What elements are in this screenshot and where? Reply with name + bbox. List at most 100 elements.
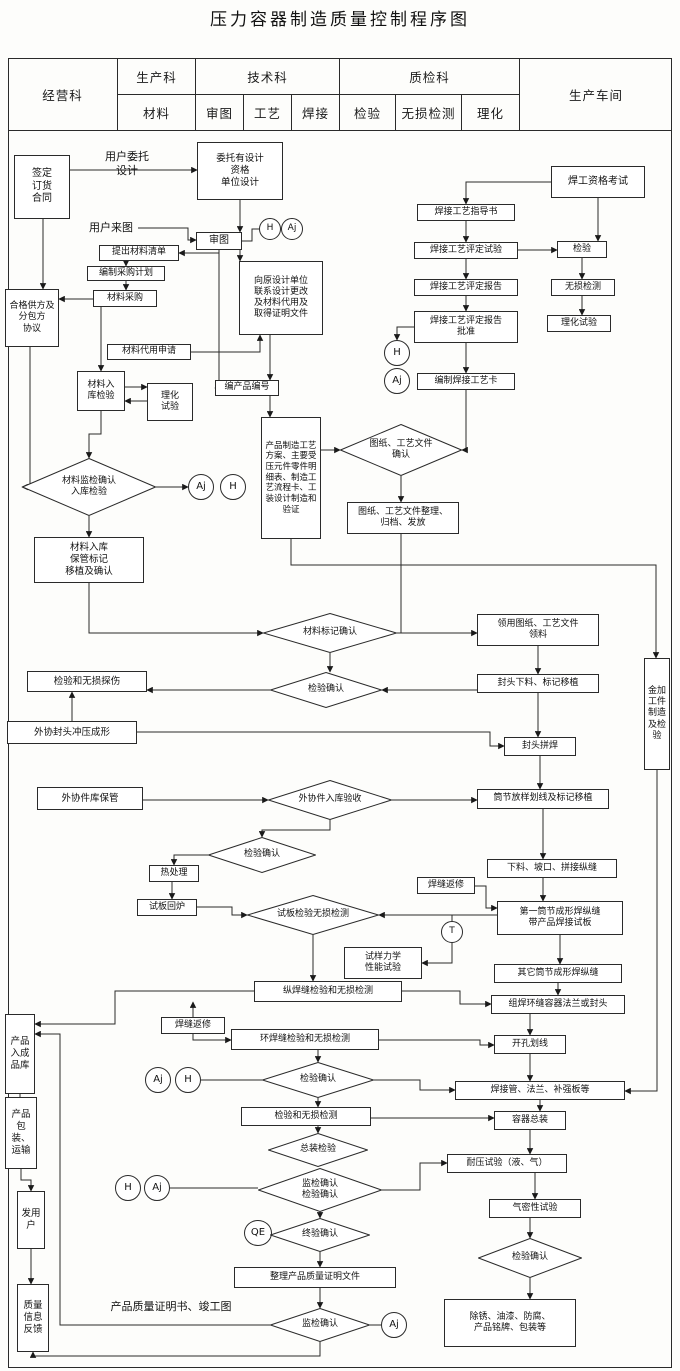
header-cell-shentu: 审图 [196,95,244,131]
bian-chanpin-bianhao-box: 编产品编号 [215,380,279,396]
qimixing-shiyan-label: 气密性试验 [512,1202,558,1213]
chanpin-zhengmingshu-label: 产品质量证明书、竣工图 [110,1300,232,1314]
yonghu-laitu-label: 用户来图 [89,221,133,235]
waixie-ruku-yanshou-diamond: 外协件入库验收 [268,780,392,820]
bianzhi-caigou-jihua-box: 编制采购计划 [87,266,165,281]
qe-badge-label: QE [250,1226,266,1238]
yonghu-weituo-sheji-text: 用户委托 设计 [94,144,160,184]
bianzhi-caigou-jihua-label: 编制采购计划 [98,267,153,278]
huanhanfeng-jianyan-wusun-box: 环焊缝检验和无损检测 [231,1029,379,1050]
jianjian-jianyan-queren-label: 监检确认 检验确认 [301,1178,338,1200]
rongqi-zongzhuang-label: 容器总装 [511,1114,548,1125]
jianjian-jianyan-queren-diamond: 监检确认 检验确认 [258,1168,382,1212]
diamond-shape [270,672,382,708]
flow-connector [192,1034,232,1044]
diamond-shape [22,458,156,516]
xiangyuan-sheji-lianxi-box: 向原设计单位 联系设计更改 及材料代用及 取得证明文件 [239,261,323,335]
lihua-shiyan-pingding-label: 理化试验 [560,317,597,328]
jianyan-pingding-box: 检验 [557,241,607,258]
lihua-shiyan-cailiao-label: 理化 试验 [160,390,179,412]
flow-connector [374,1079,456,1094]
aj-badge-1-stamp: Aj [281,218,303,240]
chanpin-baozhuang-yunshu-box: 产品包装、运输 [5,1097,37,1169]
chanpin-zhengmingshu-text: 产品质量证明书、竣工图 [96,1293,246,1321]
header-cell-hanjie: 焊接 [292,95,340,131]
flow-connector [85,411,102,459]
hanjieguan-falan-buqiang-label: 焊接管、法兰、补强板等 [490,1084,590,1095]
hanfeng-fanxiu-1-label: 焊缝返修 [427,879,464,890]
zonghanfeng-jianyan-wusun-box: 纵焊缝检验和无损检测 [254,981,402,1002]
aj-badge-6-stamp: Aj [381,1312,407,1338]
jianyan-queren-rechuli-diamond: 检验确认 [208,837,316,873]
hanfeng-fanxiu-1-box: 焊缝返修 [417,877,475,894]
xialiao-pokou-pinjie-box: 下料、坡口、拼接纵缝 [487,859,617,878]
hanfeng-fanxiu-2-box: 焊缝返修 [161,1017,225,1034]
diagram-frame [8,58,672,1368]
header-cell-jishuke: 技术科 [196,58,340,95]
jianyan-queren-qimi-label: 检验确认 [511,1252,548,1263]
shiban-huilu-box: 试板回炉 [137,899,197,916]
tuzhi-zhengli-fafang-box: 图纸、工艺文件整理、 归档、发放 [347,502,459,534]
flow-connector [290,539,401,566]
cailiao-ruku-jianyan-box: 材料入 库检验 [77,371,125,411]
shiyang-lixue-shiyan-label: 试样力学 性能试验 [364,951,401,973]
naiya-shiyan-box: 耐压试验（液、气） [447,1154,567,1173]
waixie-ruku-yanshou-label: 外协件入库验收 [298,794,362,805]
flow-connector [88,583,264,637]
chanpin-ru-chengpinku-label: 产品入成品库 [10,1036,30,1071]
waixie-jianku-baoguan-label: 外协件库保管 [61,792,119,804]
hanjie-pingding-shiyan-box: 焊接工艺评定试验 [414,242,518,259]
diamond-shape [247,895,379,935]
flow-connector [258,820,331,838]
diamond-shape [262,1062,374,1098]
zhongyan-queren-label: 终验确认 [301,1229,338,1240]
waixie-fengtou-chongya-box: 外协封头冲压成形 [7,721,137,744]
flow-connector [421,943,453,967]
shentu-box-box: 审图 [196,232,242,250]
h-badge-4-label: H [184,1073,192,1085]
lingyong-tuzhi-lingliao-label: 领用图纸、工艺文件 领料 [497,618,579,640]
aj-badge-3-label: Aj [392,374,402,386]
hangong-zige-kaoshi-label: 焊工资格考试 [568,175,628,187]
flow-connector [137,731,505,750]
zonghanfeng-jianyan-wusun-label: 纵焊缝检验和无损检测 [282,985,373,996]
zhengli-zhiliang-zhengming-label: 整理产品质量证明文件 [269,1271,360,1282]
h-badge-2-stamp: H [220,474,246,500]
flow-connector [401,564,660,659]
chanpin-zhizao-gongyi-label: 产品制造工艺方案、主要受压元件零件明细表、制造工艺流程卡、工装设计制造和验证 [265,440,317,515]
flow-connector [379,1039,495,1049]
cailiao-ruku-jianyan-label: 材料入 库检验 [87,379,115,401]
hanfeng-fanxiu-2-label: 焊缝返修 [174,1019,211,1030]
flow-connector [382,1159,448,1191]
diamond-shape [263,613,397,653]
qe-badge-stamp: QE [244,1220,272,1246]
cailiao-ruku-baoguan-box: 材料入库 保管标记 移植及确认 [34,537,144,583]
lingyong-tuzhi-lingliao-box: 领用图纸、工艺文件 领料 [477,614,599,646]
diamond-shape [208,837,316,873]
header-cell-shengchanchejian: 生产车间 [520,58,672,131]
jianyan-pingding-label: 检验 [572,243,591,254]
fengtou-pinhan-label: 封头拼焊 [521,740,558,751]
flow-connector [29,1342,321,1358]
tuzhi-gongyi-queren-diamond: 图纸、工艺文件 确认 [340,424,462,476]
fengtou-xialiao-box: 封头下料、标记移植 [477,674,599,693]
cailiao-biaoji-queren-diamond: 材料标记确认 [263,613,397,653]
jianyan-he-wusun-jiance-label: 检验和无损检测 [274,1110,338,1121]
kaikong-huaxian-label: 开孔划线 [511,1038,548,1049]
shiban-jianyan-wusun-diamond: 试板检验无损检测 [247,895,379,935]
hanjieguan-falan-buqiang-box: 焊接管、法兰、补强板等 [455,1081,625,1100]
t-badge-label: T [449,926,455,937]
xialiao-pokou-pinjie-label: 下料、坡口、拼接纵缝 [506,862,597,873]
cailiao-jianjian-queren-diamond: 材料监检确认 入库检验 [22,458,156,516]
zongzhuang-jianyan-label: 总装检验 [299,1144,336,1155]
tichu-cailiao-qingdan-box: 提出材料清单 [99,245,179,261]
shiyang-lixue-shiyan-box: 试样力学 性能试验 [344,947,422,979]
fa-yonghu-label: 发用户 [21,1208,41,1231]
bianzhi-hanjie-gongyika-label: 编制焊接工艺卡 [434,375,498,386]
h-badge-1-label: H [266,223,274,234]
tuzhi-zhengli-fafang-label: 图纸、工艺文件整理、 归档、发放 [357,506,448,528]
header-cell-zhijianke: 质检科 [340,58,520,95]
aj-badge-1-label: Aj [287,223,297,234]
chuxiu-youqi-label: 除锈、油漆、防腐、 产品铭牌、包装等 [469,1311,551,1333]
